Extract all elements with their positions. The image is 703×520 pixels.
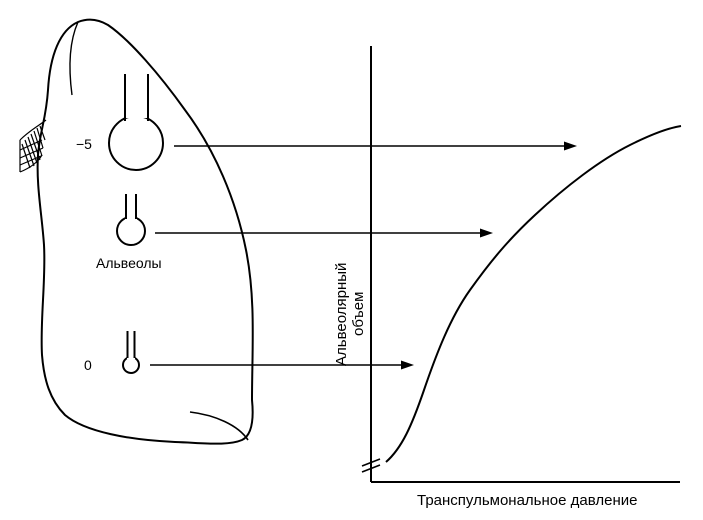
alveolus-large	[108, 74, 164, 171]
lung-inner-edge	[69, 21, 79, 96]
arrow-top	[174, 141, 577, 151]
lung-outline	[36, 18, 254, 445]
alveolus-medium	[116, 194, 146, 246]
arrow-middle	[155, 228, 493, 238]
alveoli-label: Альвеолы	[96, 255, 162, 271]
bronchus-hatch	[19, 119, 47, 173]
lung-fold-line	[189, 411, 249, 441]
pressure-volume-curve	[385, 125, 682, 463]
arrow-bottom	[150, 360, 414, 370]
pressure-label-bottom: 0	[84, 357, 92, 373]
alveolus-small	[122, 331, 140, 374]
axis-break-mark	[361, 458, 381, 473]
y-axis-label-line1: Альвеолярный	[333, 263, 350, 366]
pressure-label-top: −5	[76, 136, 92, 152]
y-axis-label-line2: объем	[350, 292, 367, 336]
x-axis-label: Транспульмональное давление	[417, 492, 637, 509]
